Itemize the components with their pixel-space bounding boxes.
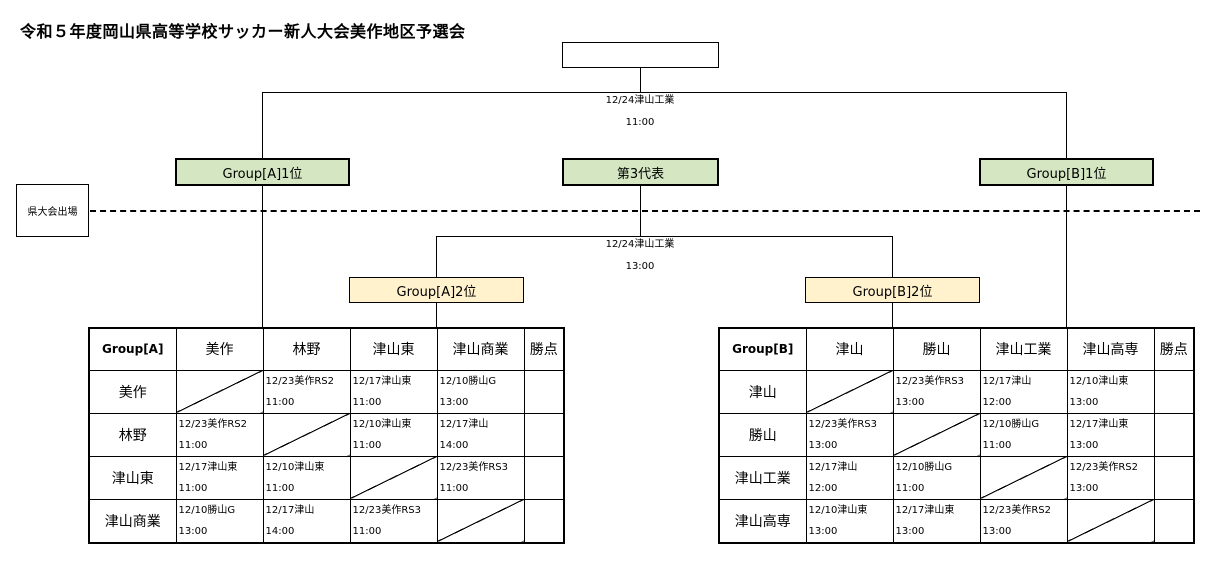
points-cell xyxy=(1153,455,1195,500)
final-left-drop-line xyxy=(262,92,263,158)
group-a-col-team: 林野 xyxy=(262,327,351,371)
group-b-first-drop-line xyxy=(1066,186,1067,328)
champion-box xyxy=(562,42,719,68)
page-title: 令和５年度岡山県高等学校サッカー新人大会美作地区予選会 xyxy=(20,22,466,41)
group-b-points-header: 勝点 xyxy=(1153,327,1195,371)
group-b-header-row: Group[B] 津山 勝山 津山工業 津山高専 勝点 xyxy=(718,327,1195,371)
final-match-venue: 12/24津山工業 xyxy=(605,95,675,106)
group-b-col-team: 津山工業 xyxy=(979,327,1068,371)
kentaikai-box: 県大会出場 xyxy=(16,184,89,237)
group-b-col-team: 勝山 xyxy=(892,327,981,371)
group-b-table: Group[B] 津山 勝山 津山工業 津山高専 勝点 津山 12/23美作RS… xyxy=(718,327,1195,544)
group-b-col-team: 津山 xyxy=(805,327,894,371)
semi-stem-line xyxy=(640,186,641,236)
group-b-second-drop-line xyxy=(892,303,893,328)
group-b-row-team: 津山工業 xyxy=(718,455,807,500)
final-match-info: 12/24津山工業 11:00 xyxy=(570,90,710,134)
diagonal-cell xyxy=(262,412,351,457)
diagonal-cell xyxy=(805,369,894,414)
group-a-row-team: 津山商業 xyxy=(88,498,177,543)
diagonal-cell xyxy=(349,455,438,500)
semi-left-drop-line xyxy=(436,236,437,277)
group-a-second-drop-line xyxy=(436,303,437,328)
points-cell xyxy=(1153,412,1195,457)
group-a-name: Group[A] xyxy=(88,327,177,371)
diagonal-cell xyxy=(979,455,1068,500)
group-a-header-row: Group[A] 美作 林野 津山東 津山商業 勝点 xyxy=(88,327,565,371)
group-b-second-box: Group[B]2位 xyxy=(805,277,980,303)
group-a-first-drop-line xyxy=(262,186,263,328)
semi-right-drop-line xyxy=(892,236,893,277)
points-cell xyxy=(523,455,565,500)
group-a-row-team: 美作 xyxy=(88,369,177,414)
group-a-table: Group[A] 美作 林野 津山東 津山商業 勝点 美作 12/23美作RS2… xyxy=(88,327,565,544)
diagonal-cell xyxy=(892,412,981,457)
semi-match-venue: 12/24津山工業 xyxy=(605,239,675,250)
group-b-name: Group[B] xyxy=(718,327,807,371)
third-rep-box: 第3代表 xyxy=(562,158,719,186)
group-a-col-team: 津山東 xyxy=(349,327,438,371)
group-a-second-box: Group[A]2位 xyxy=(349,277,524,303)
group-a-first-box: Group[A]1位 xyxy=(175,158,350,186)
group-a-col-team: 津山商業 xyxy=(436,327,525,371)
points-cell xyxy=(523,369,565,414)
group-a-points-header: 勝点 xyxy=(523,327,565,371)
diagonal-cell xyxy=(1066,498,1155,543)
semi-horizontal-line xyxy=(436,236,892,237)
diagonal-cell xyxy=(436,498,525,543)
semi-match-info: 12/24津山工業 13:00 xyxy=(570,234,710,278)
points-cell xyxy=(523,498,565,543)
group-b-row-team: 勝山 xyxy=(718,412,807,457)
semi-match-time: 13:00 xyxy=(625,261,655,272)
group-b-row-team: 津山高専 xyxy=(718,498,807,543)
points-cell xyxy=(1153,369,1195,414)
final-stem-line xyxy=(640,68,641,92)
diagonal-cell xyxy=(175,369,264,414)
points-cell xyxy=(523,412,565,457)
final-match-time: 11:00 xyxy=(625,117,655,128)
group-b-col-team: 津山高専 xyxy=(1066,327,1155,371)
qualification-dashed-line xyxy=(90,210,1200,212)
group-b-first-box: Group[B]1位 xyxy=(979,158,1154,186)
final-horizontal-line xyxy=(262,92,1067,93)
group-a-row-team: 津山東 xyxy=(88,455,177,500)
group-a-col-team: 美作 xyxy=(175,327,264,371)
final-right-drop-line xyxy=(1066,92,1067,158)
group-a-row-team: 林野 xyxy=(88,412,177,457)
points-cell xyxy=(1153,498,1195,543)
group-b-row-team: 津山 xyxy=(718,369,807,414)
